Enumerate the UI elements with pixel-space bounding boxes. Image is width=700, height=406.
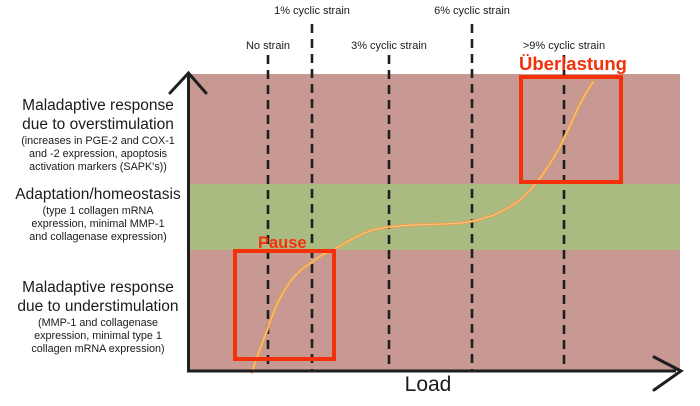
y-axis-arrowhead: [168, 70, 208, 95]
zone-title: Adaptation/homeostasis: [4, 185, 192, 204]
strain-label: >9% cyclic strain: [522, 40, 606, 52]
zone-band-overstimulation: [188, 74, 680, 184]
response-curve-highlight: [251, 81, 594, 373]
text-line: collagen mRNA expression): [31, 343, 165, 355]
text-line: and -2 expression, apoptosis: [28, 148, 168, 160]
zone-title: Maladaptive response due to understimulat…: [4, 278, 192, 316]
text-line: due to understimulation: [17, 298, 179, 315]
text-line: (increases in PGE-2 and COX-1: [21, 135, 175, 147]
pause-label: Pause: [258, 234, 307, 252]
text-line: expression, minimal type 1: [34, 330, 162, 342]
strain-label: 3% cyclic strain: [351, 40, 427, 52]
zone-title: Maladaptive response due to overstimulati…: [4, 96, 192, 134]
text-line: Adaptation/homeostasis: [15, 186, 181, 203]
strain-label: 6% cyclic strain: [434, 5, 510, 17]
strain-label: 1% cyclic strain: [274, 5, 350, 17]
x-axis: [187, 355, 684, 392]
y-axis: [168, 70, 208, 372]
zone-band-understimulation: [188, 250, 680, 371]
overload-label: Überlastung: [519, 53, 627, 74]
text-line: expression, minimal MMP-1: [31, 218, 165, 230]
x-axis-arrowhead: [652, 355, 684, 392]
text-line: (MMP-1 and collagenase: [37, 317, 159, 329]
text-line: Maladaptive response: [22, 97, 174, 114]
x-axis-label: Load: [404, 373, 452, 396]
zone-label-overstimulation: Maladaptive response due to overstimulati…: [4, 96, 192, 174]
text-line: due to overstimulation: [22, 116, 174, 133]
text-line: and collagenase expression): [29, 231, 167, 243]
strain-label: No strain: [245, 40, 291, 52]
zone-label-homeostasis: Adaptation/homeostasis (type 1 collagen …: [4, 185, 192, 244]
zone-band-homeostasis: [188, 184, 680, 250]
pause-highlight-box: [233, 249, 336, 361]
zone-label-understimulation: Maladaptive response due to understimulat…: [4, 278, 192, 356]
text-line: Maladaptive response: [22, 279, 174, 296]
text-line: activation markers (SAPK's)): [29, 161, 167, 173]
strain-dashed-lines: [266, 24, 566, 371]
text-line: (type 1 collagen mRNA: [42, 205, 154, 217]
overload-highlight-box: [519, 75, 623, 184]
